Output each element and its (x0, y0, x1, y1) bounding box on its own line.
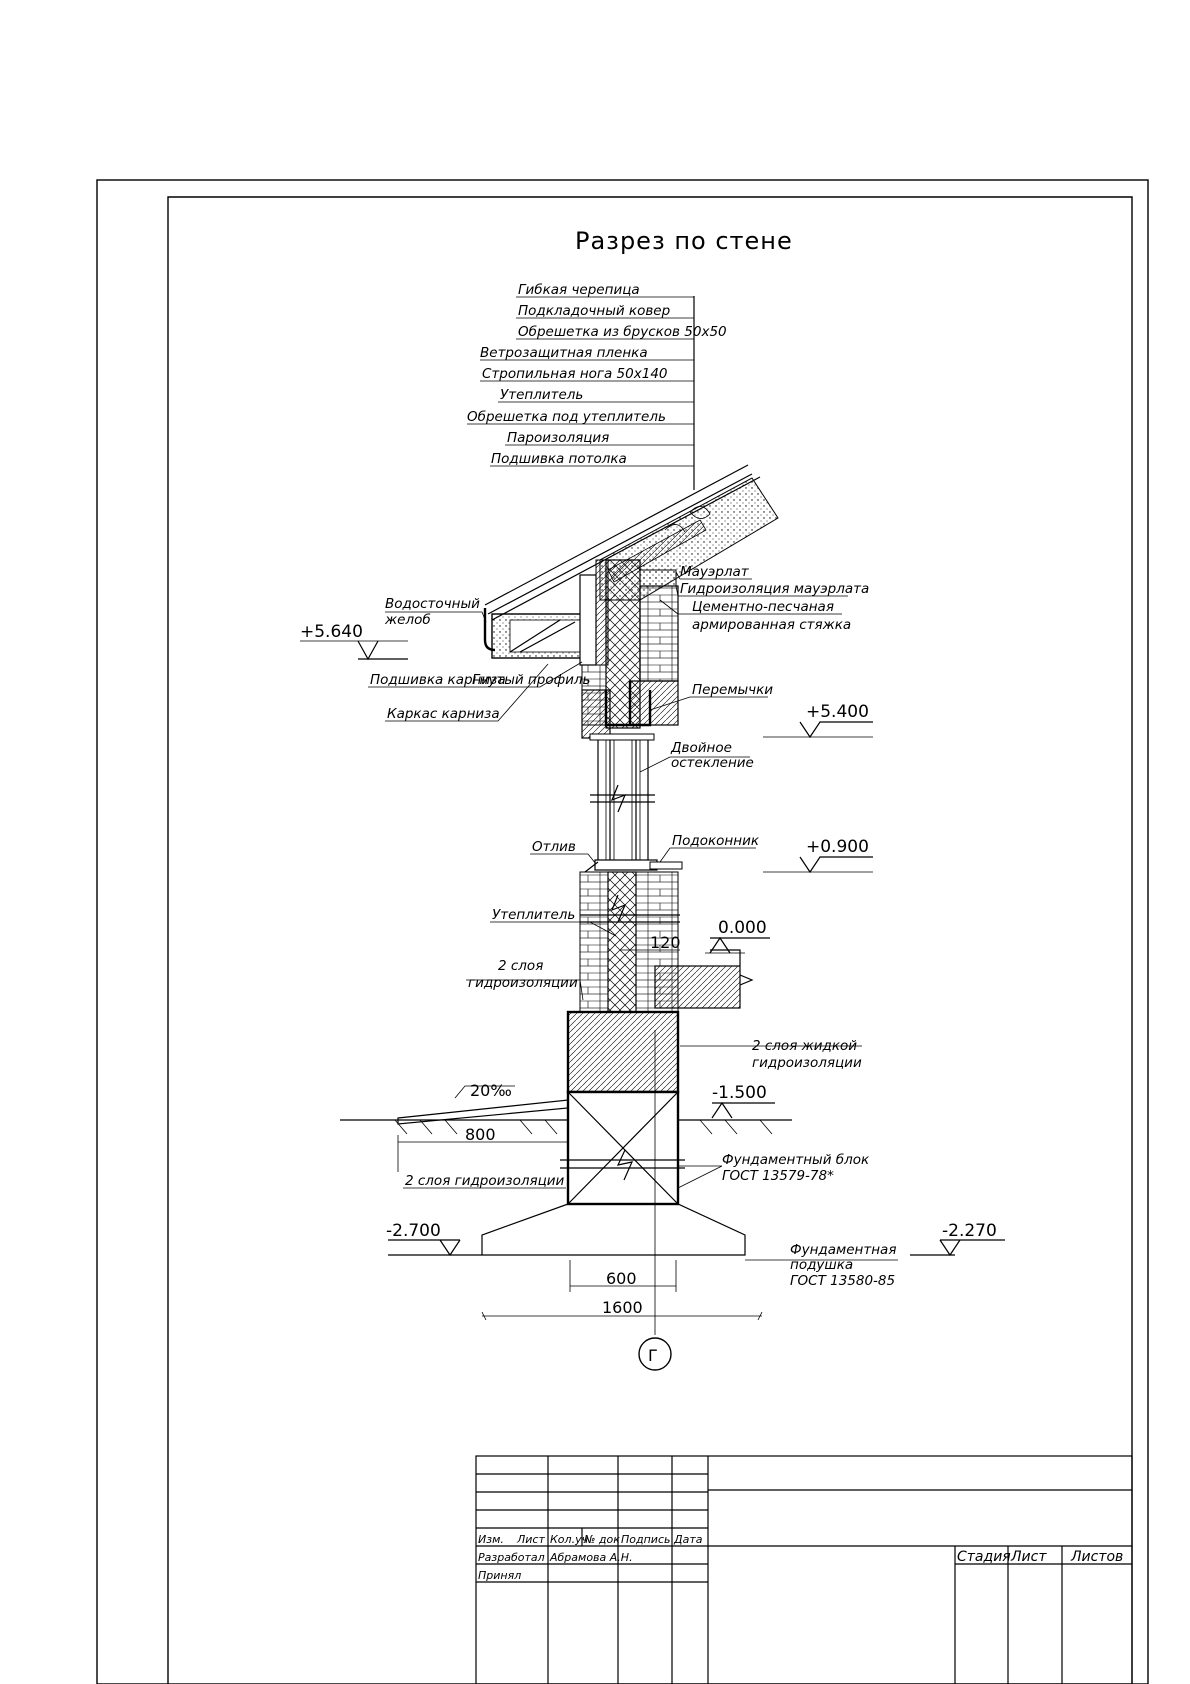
tb-role-developer: Разработал (478, 1551, 545, 1564)
callout-mauerlat: Мауэрлат (680, 564, 750, 580)
level-0900: +0.900 (806, 837, 869, 857)
level-minus-1500: -1.500 (712, 1083, 767, 1103)
tb-header-koluch: Кол.уч (550, 1533, 589, 1546)
inner-frame (167, 196, 1133, 1684)
level-minus-2270: -2.270 (942, 1221, 997, 1241)
ground-line: 20‰ (340, 1081, 792, 1135)
callout-glazing-2: остекление (671, 755, 754, 771)
tb-sheets: Листов (1070, 1549, 1123, 1565)
dim-600: 600 (606, 1269, 637, 1288)
roof-layer-3: Обрешетка из брусков 50х50 (518, 324, 727, 340)
roof-layer-2: Подкладочный ковер (518, 303, 670, 319)
wall-upper (581, 559, 679, 739)
callout-gutter-1: Водосточный (385, 596, 480, 612)
callout-fblock-1: Фундаментный блок (722, 1152, 870, 1168)
callout-liquid-hydro-1: 2 слоя жидкой (752, 1038, 857, 1054)
roof-layer-9: Подшивка потолка (491, 451, 627, 467)
callout-glazing-1: Двойное (670, 740, 732, 756)
callout-mauerlat-hydro: Гидроизоляция мауэрлата (680, 581, 869, 597)
axis-marker (638, 1337, 672, 1371)
dimensions: 800 600 1600 120 (397, 933, 763, 1321)
tb-stage: Стадия (957, 1549, 1011, 1565)
tb-header-list: Лист (516, 1533, 545, 1546)
callout-hydro2-1: 2 слоя (498, 958, 543, 974)
tb-header-izm: Изм. (478, 1533, 504, 1546)
dim-800: 800 (465, 1125, 496, 1144)
callout-sill-out: Отлив (532, 839, 576, 855)
callout-insulation: Утеплитель (492, 907, 575, 923)
roof-section (483, 464, 779, 666)
dim-1600: 1600 (602, 1298, 643, 1317)
wall-lower (579, 871, 754, 1013)
roof-layer-4: Ветрозащитная пленка (480, 345, 648, 361)
outer-frame (96, 179, 1149, 1684)
foundation: Г (481, 1010, 746, 1371)
title-block: Изм. Лист Кол.уч № док Подпись Дата Разр… (475, 1455, 1133, 1684)
level-minus-2700: -2.700 (386, 1221, 441, 1241)
level-5640: +5.640 (300, 622, 363, 642)
callout-fblock-2: ГОСТ 13579-78* (722, 1168, 834, 1184)
roof-layer-1: Гибкая черепица (518, 282, 640, 298)
tb-role-approver: Принял (478, 1569, 521, 1582)
callouts: Водосточный желоб Мауэрлат Гидроизоляция… (368, 564, 898, 1289)
level-5400: +5.400 (806, 702, 869, 722)
axis-label: Г (648, 1346, 658, 1365)
callout-screed-1: Цементно-песчаная (692, 599, 834, 615)
roof-layer-7: Обрешетка под утеплитель (467, 409, 666, 425)
callout-hydro2-2: гидроизоляции (468, 975, 578, 991)
level-markers: +5.640 +5.400 +0.900 0.000 -1.500 -2.700… (300, 622, 1005, 1257)
window-section (584, 733, 683, 873)
callout-hydro2-line: 2 слоя гидроизоляции (405, 1173, 565, 1189)
level-0000: 0.000 (718, 918, 767, 938)
callout-fpad-3: ГОСТ 13580-85 (790, 1273, 895, 1289)
tb-header-data: Дата (673, 1533, 703, 1546)
callout-sill-in: Подоконник (672, 833, 760, 849)
roof-layer-5: Стропильная нога 50х140 (482, 366, 668, 382)
callout-soffit: Подшивка карниза (370, 672, 506, 688)
callout-lintels: Перемычки (692, 682, 773, 698)
callout-gutter-2: желоб (384, 612, 431, 628)
roof-layer-6: Утеплитель (500, 387, 583, 403)
callout-frame: Каркас карниза (387, 706, 500, 722)
drawing-title: Разрез по стене (575, 227, 793, 255)
tb-header-podpis: Подпись (621, 1533, 670, 1546)
callout-fpad-1: Фундаментная (790, 1242, 896, 1258)
tb-header-ndok: № док (583, 1533, 620, 1546)
tb-name-developer: Абрамова А.Н. (549, 1551, 633, 1564)
callout-screed-2: армированная стяжка (692, 617, 851, 633)
roof-layer-8: Пароизоляция (507, 430, 609, 446)
slope-label: 20‰ (470, 1081, 512, 1100)
callout-profile: Гнутый профиль (472, 672, 590, 688)
callout-liquid-hydro-2: гидроизоляции (752, 1055, 862, 1071)
tb-sheet: Лист (1010, 1549, 1047, 1565)
callout-fpad-2: подушка (790, 1257, 853, 1273)
dim-120: 120 (650, 933, 681, 952)
roof-layers-legend: Гибкая черепица Подкладочный ковер Обреш… (467, 282, 727, 490)
